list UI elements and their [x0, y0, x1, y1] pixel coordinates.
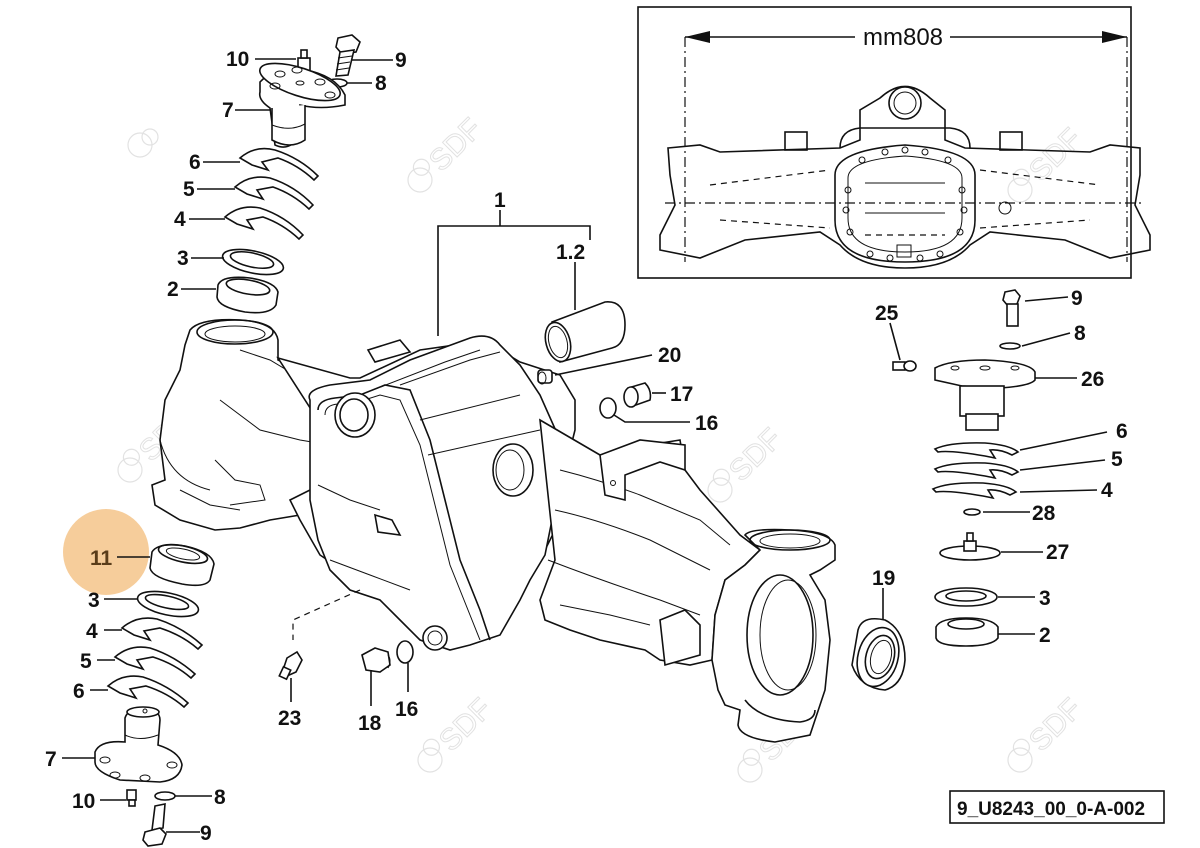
drain-plug-part: [361, 647, 391, 673]
callout-5: 5: [1111, 448, 1123, 471]
callout-8: 8: [1074, 322, 1086, 345]
inset-front-view: mm808: [637, 6, 1151, 279]
reference-code-box: 9_U8243_00_0-A-002: [949, 790, 1165, 824]
callout-4: 4: [174, 208, 186, 231]
dimension-arrow-left: [685, 31, 710, 43]
inset-frame: [637, 6, 1132, 279]
thrust-plate-part: [939, 532, 1001, 561]
callout-10: 10: [226, 48, 249, 71]
callout-27: 27: [1046, 541, 1069, 564]
bushing-part: [544, 301, 626, 363]
shim-part: [933, 442, 1020, 460]
seal-part: [934, 587, 998, 607]
shim-part: [233, 176, 315, 211]
leader-lines: [62, 58, 1108, 833]
o-ring-part: [396, 640, 414, 664]
callout-2: 2: [167, 278, 179, 301]
seal-part: [136, 590, 200, 618]
bolt-part: [1002, 289, 1021, 327]
callout-6: 6: [1116, 420, 1128, 443]
callout-4: 4: [1101, 479, 1113, 502]
callout-28: 28: [1032, 502, 1056, 525]
washer-part: [963, 508, 981, 516]
callout-10: 10: [72, 790, 95, 813]
kingpin-part: [934, 359, 1036, 431]
reference-code: 9_U8243_00_0-A-002: [957, 799, 1145, 820]
watermark-text: SDF: [433, 692, 499, 758]
shim-part: [933, 462, 1020, 480]
bolt-part: [142, 803, 167, 847]
dimension-label: mm808: [863, 24, 943, 51]
watermark-text: SDF: [723, 422, 789, 488]
callout-1: 1: [494, 189, 506, 212]
callout-8: 8: [214, 786, 226, 809]
seal-part: [221, 248, 285, 276]
callout-26: 26: [1081, 368, 1104, 391]
center-parts: [278, 301, 906, 691]
washer-part: [154, 791, 176, 801]
callout-3: 3: [88, 589, 100, 612]
shim-part: [238, 147, 320, 182]
callout-9: 9: [200, 822, 212, 845]
watermark-text: SDF: [1023, 692, 1089, 758]
callout-8: 8: [375, 72, 387, 95]
kingpin-assembly-right: [892, 289, 1036, 647]
callout-1-2: 1.2: [556, 241, 585, 264]
callout-16: 16: [695, 412, 718, 435]
upper-kingpin-assembly-left: [216, 34, 361, 314]
kingpin-part: [258, 62, 346, 148]
callout-9: 9: [1071, 287, 1083, 310]
axle-housing: [151, 318, 836, 743]
callout-2: 2: [1039, 624, 1051, 647]
grease-nipple-part: [126, 789, 137, 807]
bearing-part: [149, 543, 215, 587]
callout-25: 25: [875, 302, 899, 325]
kingpin-part: [94, 706, 183, 783]
shim-part: [223, 206, 305, 241]
callout-20: 20: [658, 344, 681, 367]
callout-9: 9: [395, 49, 407, 72]
callout-7: 7: [45, 748, 57, 771]
callout-7: 7: [222, 99, 234, 122]
shim-part: [106, 675, 190, 709]
callout-6: 6: [73, 680, 85, 703]
washer-part: [999, 342, 1021, 350]
shim-part: [931, 482, 1018, 500]
seal-part: [851, 617, 906, 691]
grease-nipple-part: [892, 360, 917, 372]
grease-fitting-part: [278, 650, 303, 681]
watermark-text: SDF: [1023, 122, 1089, 188]
highlight-marker: [63, 509, 149, 595]
callout-3: 3: [1039, 587, 1051, 610]
callout-6: 6: [189, 151, 201, 174]
o-ring-part: [599, 397, 617, 419]
bearing-part: [935, 617, 999, 647]
callout-19: 19: [872, 567, 895, 590]
lower-kingpin-assembly-left: [94, 543, 215, 847]
callout-23: 23: [278, 707, 301, 730]
callout-18: 18: [358, 712, 382, 735]
bolt-part: [335, 34, 361, 77]
callout-17: 17: [670, 383, 693, 406]
dimension-arrow-right: [1102, 31, 1127, 43]
bearing-part: [216, 276, 279, 314]
plug-part: [537, 369, 553, 385]
shim-part: [113, 646, 197, 680]
callout-16: 16: [395, 698, 418, 721]
callout-5: 5: [183, 178, 195, 201]
plug-part: [623, 382, 652, 408]
callout-3: 3: [177, 247, 189, 270]
shim-part: [120, 617, 204, 651]
watermark-text: SDF: [423, 112, 489, 178]
callout-11: 11: [90, 547, 113, 570]
callout-4: 4: [86, 620, 98, 643]
bolt-circle: [842, 146, 968, 262]
callout-5: 5: [80, 650, 92, 673]
callout-labels: 10 9 8 7 6 5 4 3 2 1 1.2 20 17 16 11 3 4…: [45, 48, 1128, 845]
